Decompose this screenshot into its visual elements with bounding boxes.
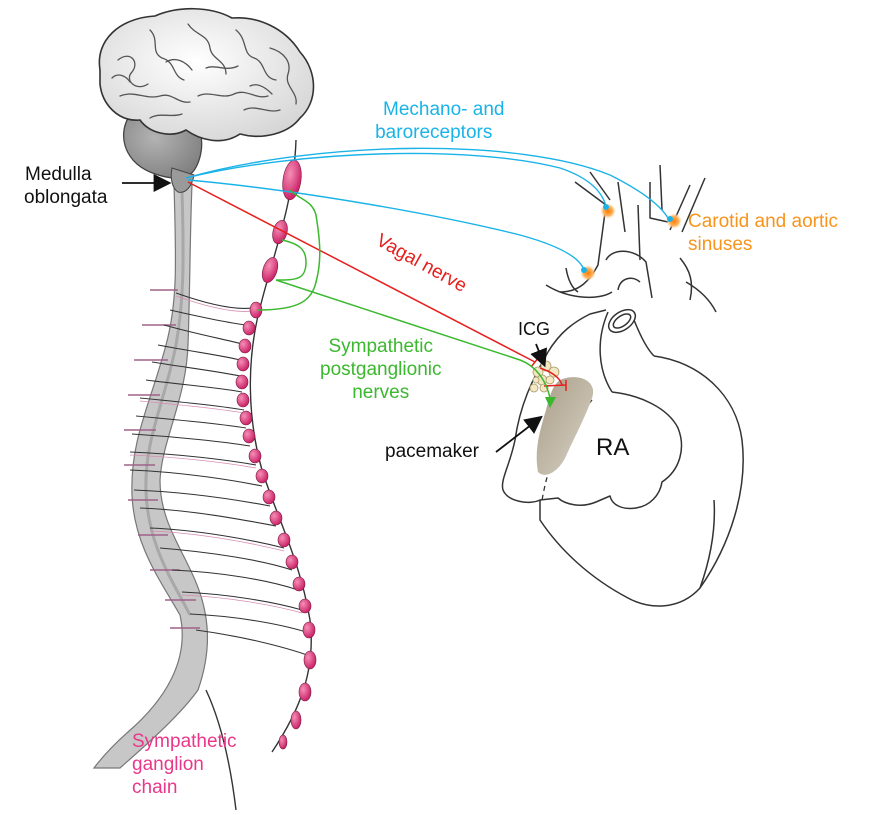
symp-post-line1: Sympathetic bbox=[320, 335, 441, 358]
ganglion-chain-label: Sympathetic ganglion chain bbox=[132, 730, 237, 799]
mechano-label-line2: baroreceptors bbox=[363, 121, 504, 144]
mechano-label: Mechano- and baroreceptors bbox=[363, 98, 504, 144]
symp-post-line2: postganglionic bbox=[320, 358, 441, 381]
icg-pointer-arrow bbox=[536, 344, 544, 364]
chain-label-line3: chain bbox=[132, 776, 237, 799]
medulla-label: Medulla oblongata bbox=[24, 163, 107, 209]
pacemaker-label: pacemaker bbox=[385, 440, 479, 463]
carotid-label-line1: Carotid and aortic bbox=[688, 210, 838, 233]
carotid-label: Carotid and aortic sinuses bbox=[688, 210, 838, 256]
baroreceptor-nerves bbox=[186, 148, 668, 270]
chain-label-line2: ganglion bbox=[132, 753, 237, 776]
symp-post-line3: nerves bbox=[320, 381, 441, 404]
vagal-nerve-label: Vagal nerve bbox=[373, 230, 471, 297]
mechano-label-line1: Mechano- and bbox=[363, 98, 504, 121]
ra-label: RA bbox=[596, 434, 629, 462]
medulla-label-line2: oblongata bbox=[24, 186, 107, 209]
carotid-label-line2: sinuses bbox=[688, 233, 838, 256]
medulla-label-line1: Medulla bbox=[24, 163, 107, 186]
brain-icon bbox=[99, 9, 313, 193]
chain-label-line1: Sympathetic bbox=[132, 730, 237, 753]
icg-label: ICG bbox=[518, 318, 550, 341]
sympathetic-postganglionic-label: Sympathetic postganglionic nerves bbox=[320, 335, 441, 404]
